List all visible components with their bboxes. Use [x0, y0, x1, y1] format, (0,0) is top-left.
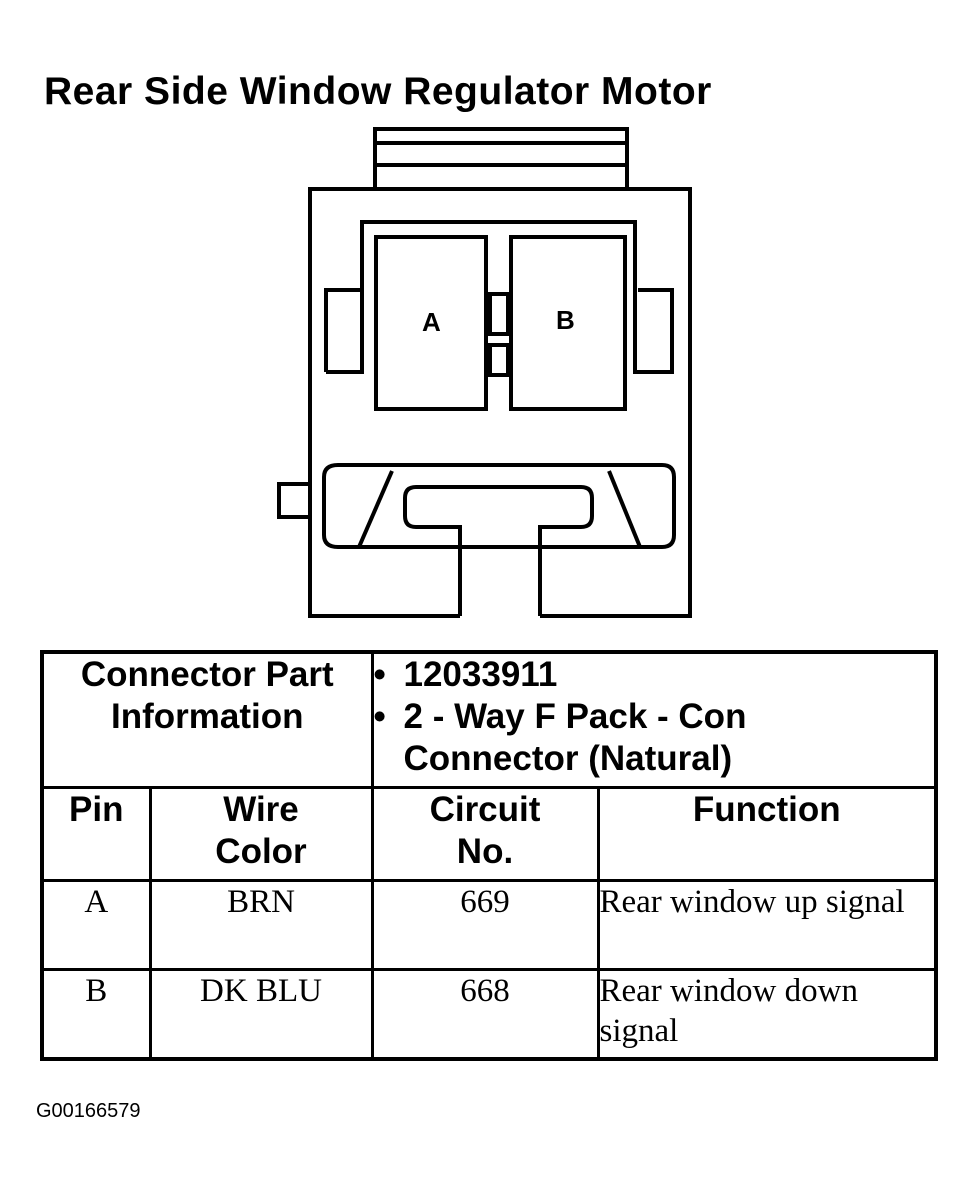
diagram-title: Rear Side Window Regulator Motor: [44, 70, 712, 113]
part-info-row: Connector Part Information • 12033911 • …: [40, 650, 938, 789]
wire-color-cell: DK BLU: [148, 968, 374, 1061]
header-circuit-line1: Circuit: [429, 790, 541, 829]
terminal-cavity-b: [509, 235, 627, 411]
header-circuit: Circuit No.: [370, 786, 600, 882]
part-info-value-cell: • 12033911 • 2 - Way F Pack - Con Connec…: [370, 650, 938, 789]
bullet-icon: •: [373, 697, 386, 736]
terminal-cavity-a: [374, 235, 488, 411]
lock-housing: [322, 463, 676, 616]
header-function: Function: [596, 786, 938, 882]
center-rib: [488, 292, 510, 377]
table-row: B DK BLU 668 Rear window down signal: [40, 968, 938, 1061]
header-wire-color-line1: Wire: [223, 790, 299, 829]
header-wire-color-line2: Color: [215, 832, 307, 871]
terminal-frame: [324, 220, 674, 374]
header-function-text: Function: [692, 790, 841, 829]
header-row: Pin Wire Color Circuit No. Function: [40, 786, 938, 882]
connector-side-tab: [277, 482, 312, 519]
terminal-label-a: A: [422, 307, 441, 337]
connector-drawing: A B: [277, 127, 692, 618]
function-cell: Rear window down signal: [596, 968, 938, 1061]
part-info-label-cell: Connector Part Information: [40, 650, 374, 789]
connector-type-continued: Connector (Natural): [403, 739, 733, 778]
connector-body: [308, 187, 692, 618]
function-cell: Rear window up signal: [596, 879, 938, 971]
wire-color-cell: BRN: [148, 879, 374, 971]
part-number-line: • 12033911: [374, 654, 935, 696]
connector-type-line: • 2 - Way F Pack - Con: [374, 696, 935, 738]
header-pin: Pin: [40, 786, 152, 882]
header-wire-color: Wire Color: [148, 786, 374, 882]
terminal-label-b: B: [556, 305, 575, 335]
connector-type: 2 - Way F Pack - Con: [403, 697, 747, 736]
table-row: A BRN 669 Rear window up signal: [40, 879, 938, 971]
bullet-icon: •: [373, 655, 386, 694]
part-number: 12033911: [403, 655, 558, 694]
circuit-cell: 669: [370, 879, 600, 971]
part-info-label-line1: Connector Part: [80, 655, 334, 694]
header-circuit-line2: No.: [456, 832, 514, 871]
part-info-label-line2: Information: [111, 697, 304, 736]
header-pin-text: Pin: [69, 790, 124, 829]
connector-latch: [373, 127, 629, 191]
pin-cell: B: [40, 968, 152, 1061]
circuit-cell: 668: [370, 968, 600, 1061]
connector-info-table: Connector Part Information • 12033911 • …: [40, 650, 939, 1061]
pin-cell: A: [40, 879, 152, 971]
connector-type-line-continued: Connector (Natural): [374, 738, 935, 780]
figure-id: G00166579: [36, 1100, 141, 1122]
